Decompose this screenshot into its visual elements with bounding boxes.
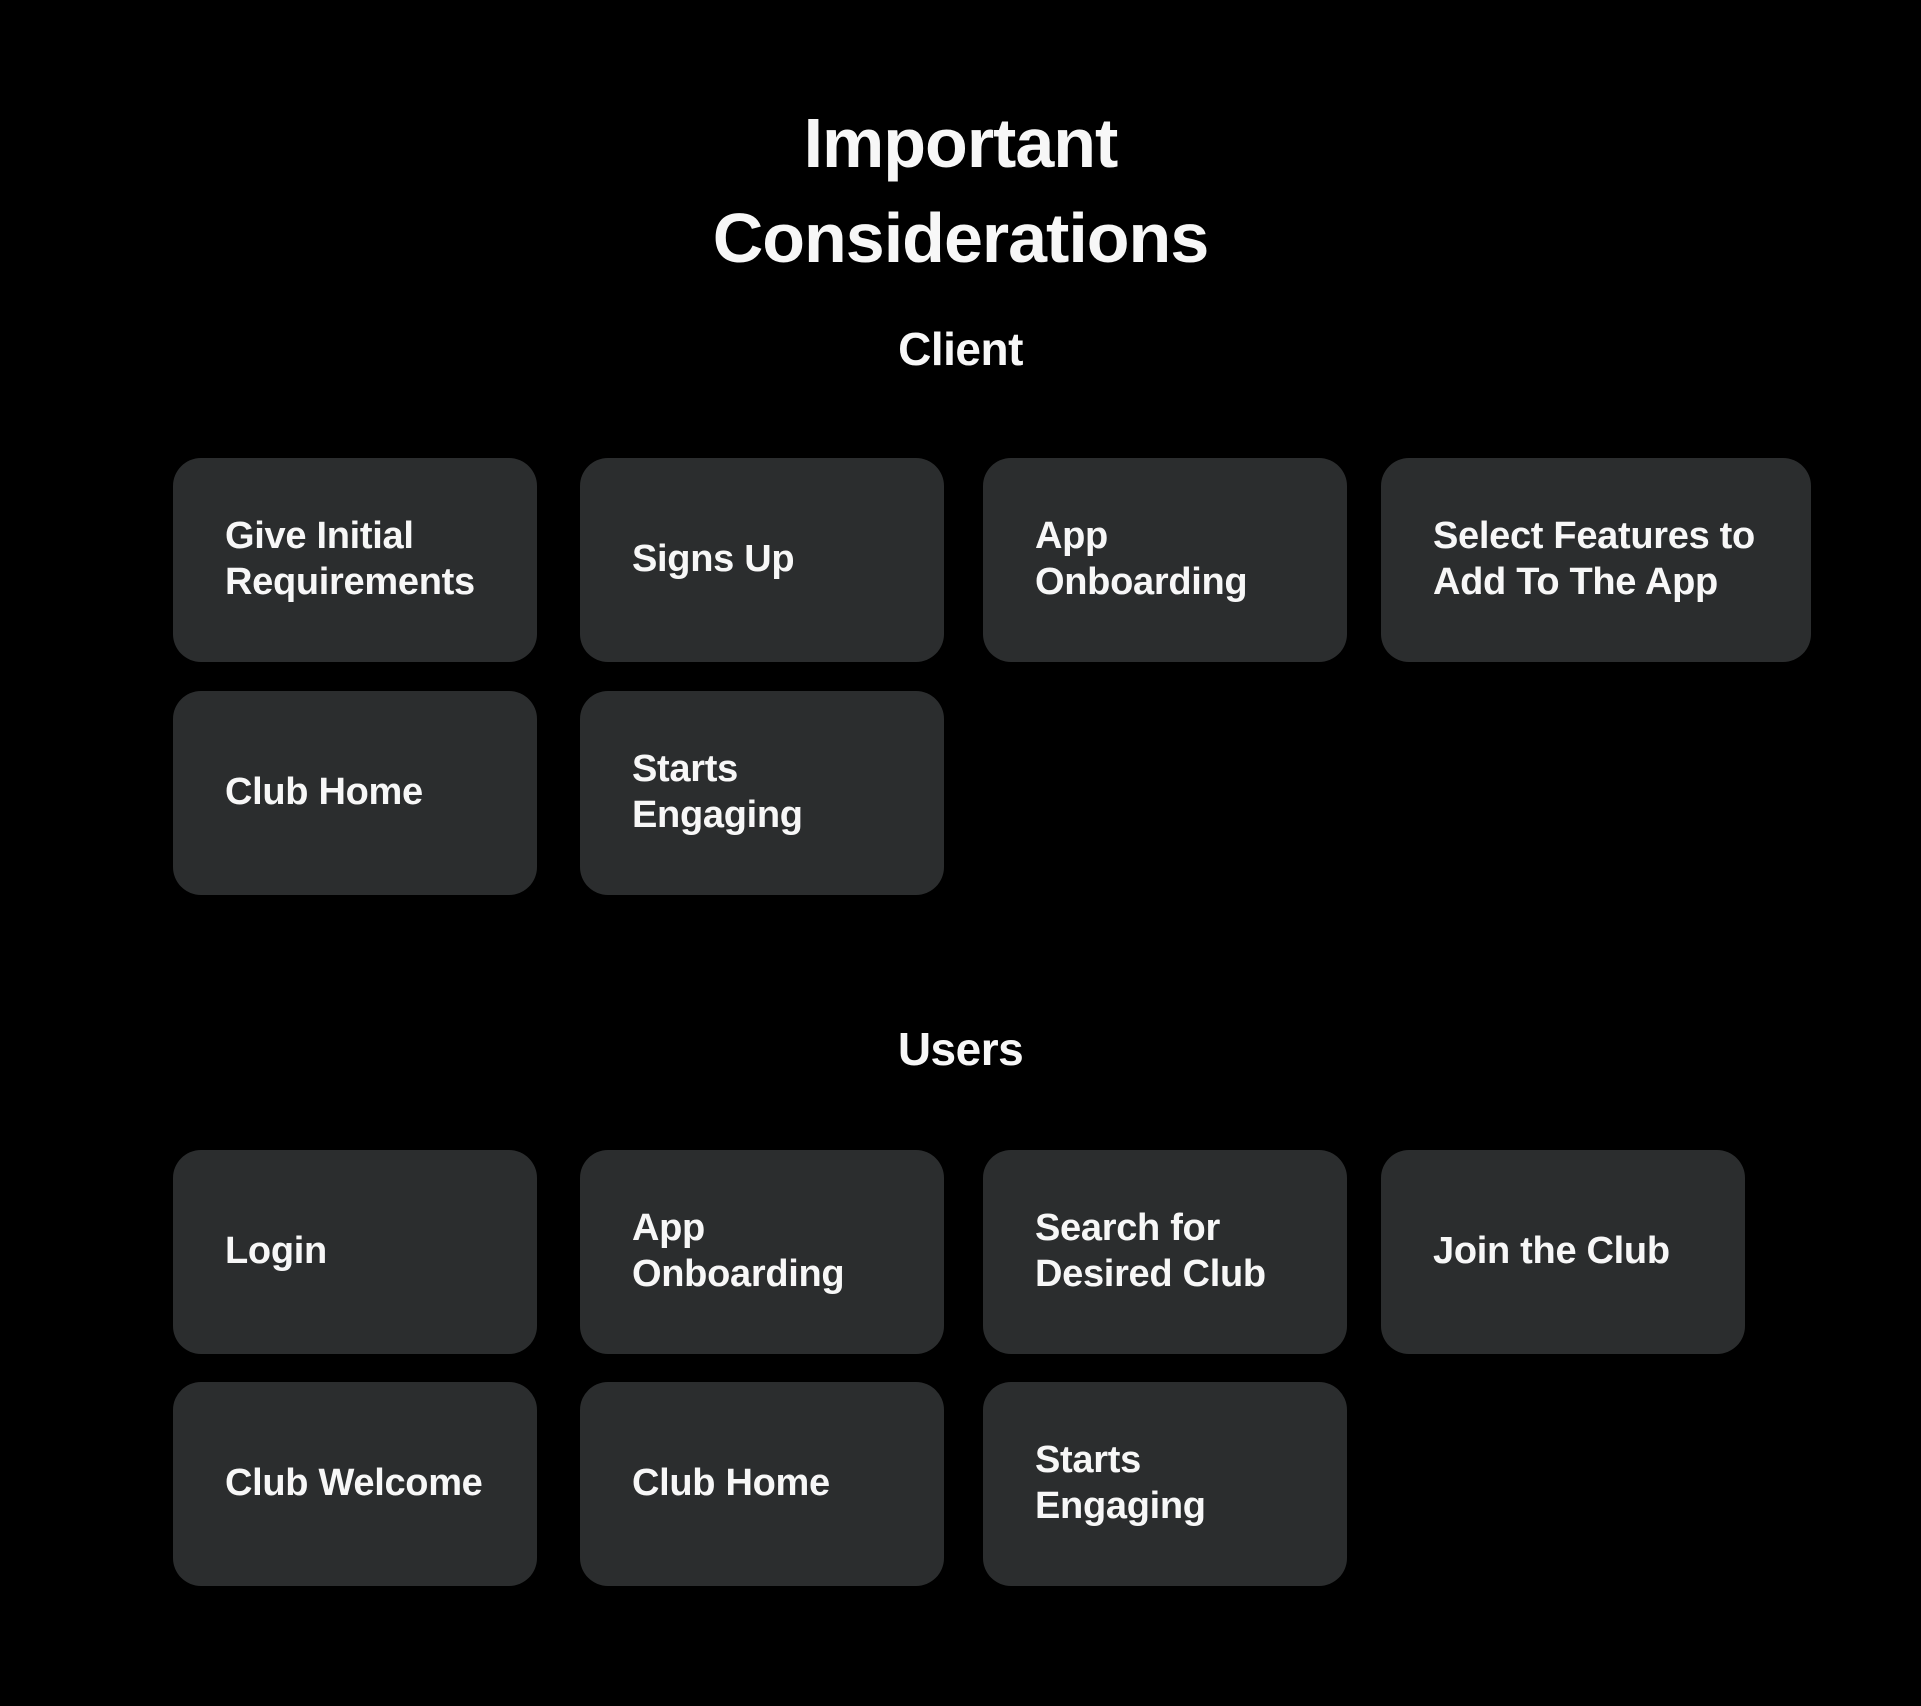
card-starts-engaging-client: Starts Engaging — [580, 691, 944, 895]
card-app-onboarding-client: App Onboarding — [983, 458, 1347, 662]
card-select-features: Select Features to Add To The App — [1381, 458, 1811, 662]
card-login: Login — [173, 1150, 537, 1354]
card-label: App Onboarding — [1035, 515, 1248, 603]
card-label: Starts Engaging — [632, 748, 803, 836]
card-app-onboarding-users: App Onboarding — [580, 1150, 944, 1354]
card-starts-engaging-users: Starts Engaging — [983, 1382, 1347, 1586]
card-club-welcome: Club Welcome — [173, 1382, 537, 1586]
card-label: Club Welcome — [225, 1462, 483, 1505]
card-give-initial-requirements: Give Initial Requirements — [173, 458, 537, 662]
section-heading-client: Client — [898, 323, 1023, 375]
card-label: Starts Engaging — [1035, 1439, 1206, 1527]
card-label: Signs Up — [632, 538, 795, 581]
card-label: Club Home — [632, 1462, 830, 1505]
card-label: Search for Desired Club — [1035, 1207, 1266, 1295]
card-club-home-client: Club Home — [173, 691, 537, 895]
card-label: Join the Club — [1433, 1230, 1670, 1273]
card-label: Give Initial Requirements — [225, 515, 475, 603]
section-heading-users: Users — [897, 1023, 1024, 1075]
card-label: Login — [225, 1230, 327, 1273]
card-label: App Onboarding — [632, 1207, 845, 1295]
page-title: Important Considerations — [0, 96, 1921, 285]
card-signs-up: Signs Up — [580, 458, 944, 662]
card-search-for-desired-club: Search for Desired Club — [983, 1150, 1347, 1354]
card-join-the-club: Join the Club — [1381, 1150, 1745, 1354]
card-label: Club Home — [225, 771, 423, 814]
card-club-home-users: Club Home — [580, 1382, 944, 1586]
card-label: Select Features to Add To The App — [1433, 515, 1755, 603]
page-title-text: Important Considerations — [712, 104, 1210, 277]
